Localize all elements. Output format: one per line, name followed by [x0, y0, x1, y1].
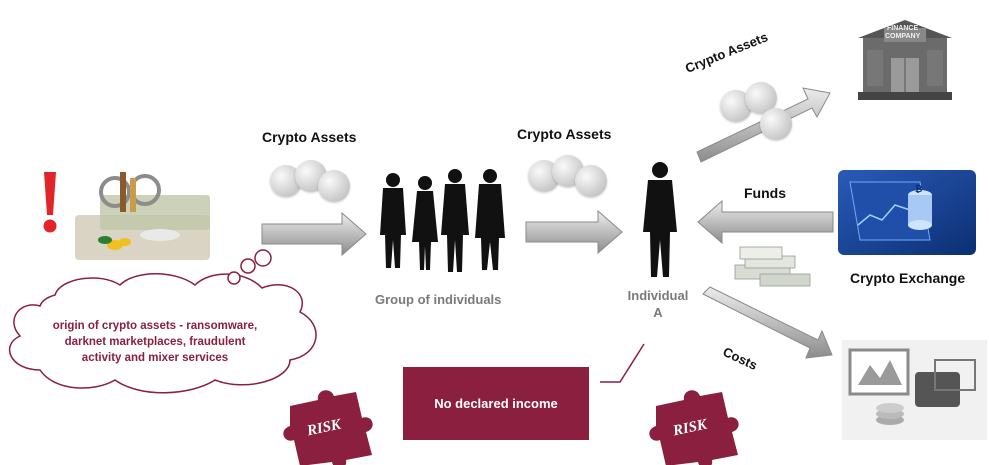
thought-cloud: [8, 249, 317, 394]
cloud-text: origin of crypto assets - ransomware, da…: [30, 318, 280, 366]
finance-company-building: [858, 20, 952, 100]
label-funds: Funds: [744, 185, 786, 201]
finance-company-sign-1: FINANCE: [887, 25, 919, 32]
risk-puzzle-piece-1: [283, 390, 373, 465]
money-stack-image: [734, 246, 811, 287]
arrow-funds: [697, 199, 834, 245]
label-crypto-assets-1: Crypto Assets: [262, 129, 357, 145]
risk-puzzle-piece-2: [649, 390, 739, 465]
connector-line: [600, 343, 645, 383]
exclamation-icon: [43, 172, 57, 233]
individual-silhouette: [643, 162, 677, 277]
group-silhouettes: [380, 169, 505, 272]
cloud-text-line-3: activity and mixer services: [81, 352, 229, 364]
cloud-text-line-2: darknet marketplaces, fraudulent: [64, 336, 246, 348]
finance-company-sign-2: COMPANY: [885, 33, 921, 40]
label-crypto-exchange: Crypto Exchange: [850, 270, 966, 286]
label-individual-a: A: [653, 305, 663, 320]
label-individual: Individual: [627, 288, 689, 303]
arrow-to-group: [261, 211, 367, 257]
no-declared-income-box: No declared income: [403, 367, 589, 440]
label-group-of-individuals: Group of individuals: [375, 292, 502, 307]
crypto-exchange-image: ₿: [838, 170, 976, 255]
arrow-to-individual: [525, 209, 623, 255]
arrow-costs: [702, 286, 833, 359]
cloud-text-line-1: origin of crypto assets - ransomware,: [52, 320, 258, 332]
svg-text:₿: ₿: [915, 184, 922, 194]
crime-illustration: [75, 172, 210, 260]
no-declared-income-label: No declared income: [434, 396, 558, 411]
costs-image: [842, 340, 987, 440]
label-crypto-assets-2: Crypto Assets: [517, 126, 612, 142]
